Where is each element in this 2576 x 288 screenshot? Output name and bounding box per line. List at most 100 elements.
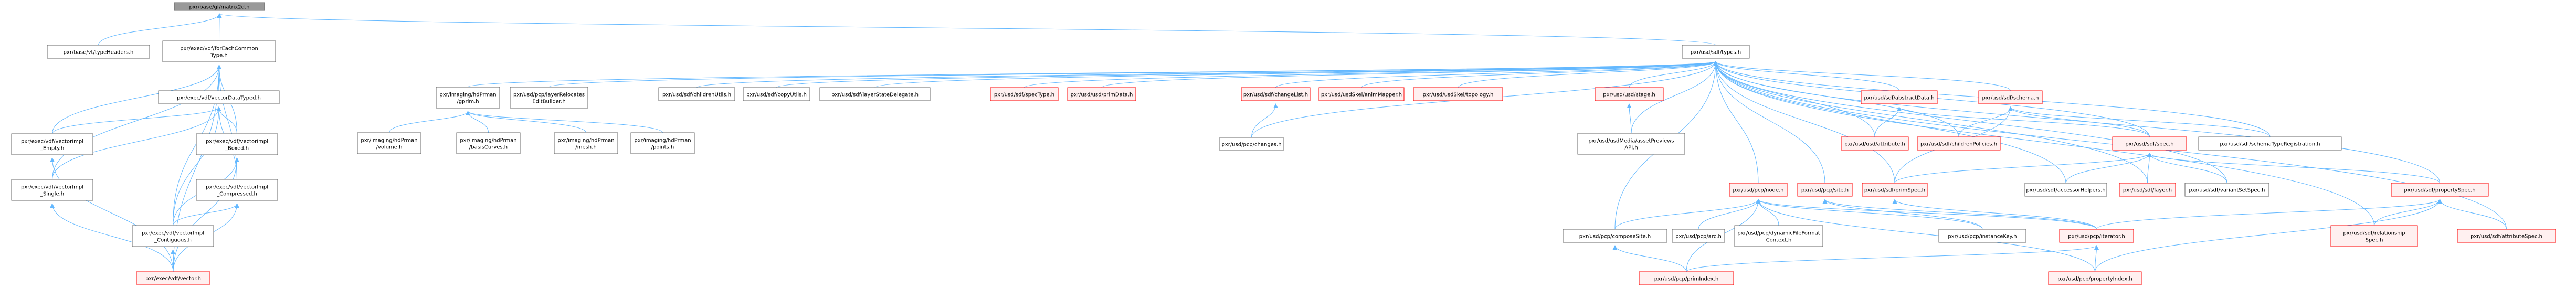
edge-iterator-to-node <box>1756 199 2097 230</box>
graph-node-basisCurves[interactable]: pxr/imaging/hdPrman/basisCurves.h <box>456 132 521 154</box>
graph-node-childrenUtils[interactable]: pxr/usd/sdf/childrenUtils.h <box>658 87 735 101</box>
node-box <box>1841 136 1909 151</box>
graph-node-primData[interactable]: pxr/usd/usd/primData.h <box>1067 87 1136 101</box>
graph-node-implCompressed[interactable]: pxr/exec/vdf/vectorImpl_Compressed.h <box>196 179 278 201</box>
node-box <box>1067 87 1136 101</box>
graph-node-accessorHelpers[interactable]: pxr/usd/sdf/accessorHelpers.h <box>2024 183 2107 197</box>
node-box <box>1318 87 1405 101</box>
graph-node-changes[interactable]: pxr/usd/pcp/changes.h <box>1219 137 1284 151</box>
graph-node-typeHeaders[interactable]: pxr/base/vt/typeHeaders.h <box>47 45 150 59</box>
graph-node-layerStateDelegate[interactable]: pxr/usd/sdf/layerStateDelegate.h <box>819 87 931 101</box>
node-label: pxr/usd/pcp/instanceKey.h <box>1948 234 2017 240</box>
node-label: Type.h <box>210 53 228 59</box>
graph-node-site[interactable]: pxr/usd/pcp/site.h <box>1797 183 1853 197</box>
graph-node-variantSetSpec[interactable]: pxr/usd/sdf/variantSetSpec.h <box>2184 183 2269 197</box>
edge-primData-to-types <box>1101 61 1718 88</box>
graph-node-changeList[interactable]: pxr/usd/sdf/changeList.h <box>1241 87 1311 101</box>
graph-node-abstractData[interactable]: pxr/usd/sdf/abstractData.h <box>1861 90 1938 104</box>
node-label: pxr/exec/vdf/vectorImpl <box>142 231 204 237</box>
node-box <box>132 225 214 247</box>
graph-node-composeSite[interactable]: pxr/usd/pcp/composeSite.h <box>1563 229 1667 243</box>
edge-instanceKey-to-node <box>1756 199 1983 230</box>
graph-node-animMapper[interactable]: pxr/usd/usdSkel/animMapper.h <box>1318 87 1405 101</box>
graph-node-childrenPolicies[interactable]: pxr/usd/sdf/childrenPolicies.h <box>1917 136 2001 151</box>
edge-accessorHelpers-to-spec <box>2065 153 2152 184</box>
node-box <box>1682 45 1750 59</box>
edge-forEach-to-root <box>217 13 222 41</box>
graph-node-attributeSpec[interactable]: pxr/usd/sdf/attributeSpec.h <box>2457 229 2556 243</box>
node-box <box>1639 271 1734 285</box>
graph-node-schema[interactable]: pxr/usd/sdf/schema.h <box>1978 90 2043 104</box>
node-label: pxr/imaging/hdPrman <box>460 138 516 144</box>
edge-abstractData-to-types <box>1713 61 1899 91</box>
node-box <box>162 40 276 62</box>
node-label: pxr/exec/vdf/vectorImpl <box>206 139 268 145</box>
node-box <box>1734 225 1823 247</box>
graph-node-layer[interactable]: pxr/usd/sdf/layer.h <box>2119 183 2176 197</box>
graph-node-vector[interactable]: pxr/exec/vdf/vector.h <box>136 271 210 285</box>
graph-node-iterator[interactable]: pxr/usd/pcp/iterator.h <box>2059 229 2134 243</box>
node-box <box>1413 87 1503 101</box>
node-box <box>1917 136 2001 151</box>
node-box <box>2184 183 2269 197</box>
graph-node-mesh[interactable]: pxr/imaging/hdPrman/mesh.h <box>554 132 618 154</box>
edge-points-to-gprim <box>466 111 663 133</box>
graph-node-stage[interactable]: pxr/usd/usd/stage.h <box>1595 87 1664 101</box>
graph-node-specType[interactable]: pxr/usd/sdf/specType.h <box>990 87 1059 101</box>
graph-node-schemaTypeReg[interactable]: pxr/usd/sdf/schemaTypeRegistration.h <box>2198 136 2342 151</box>
edge-typeHeaders-to-root <box>98 13 222 46</box>
edge-implContiguous-to-implCompressed <box>173 203 239 226</box>
node-label: pxr/base/vt/typeHeaders.h <box>64 50 134 56</box>
edge-copyUtils-to-types <box>776 61 1718 88</box>
edge-specType-to-types <box>1024 61 1718 88</box>
graph-node-vectorDataTyped[interactable]: pxr/exec/vdf/vectorDataTyped.h <box>158 90 280 104</box>
node-box <box>1797 183 1853 197</box>
graph-node-implBoxed[interactable]: pxr/exec/vdf/vectorImpl_Boxed.h <box>196 133 278 155</box>
graph-node-types[interactable]: pxr/usd/sdf/types.h <box>1682 45 1750 59</box>
node-label: pxr/usd/sdf/schemaTypeRegistration.h <box>2220 142 2320 147</box>
graph-node-arc[interactable]: pxr/usd/pcp/arc.h <box>1672 229 1725 243</box>
edge-schema-to-types <box>1713 61 2011 91</box>
node-box <box>990 87 1059 101</box>
edge-schemaTypeReg-to-schema <box>2008 106 2271 137</box>
node-box <box>357 132 421 154</box>
edge-implContiguous-to-vectorDataTyped <box>173 106 221 226</box>
graph-node-node[interactable]: pxr/usd/pcp/node.h <box>1729 183 1788 197</box>
graph-node-propertySpec[interactable]: pxr/usd/sdf/propertySpec.h <box>2391 183 2489 197</box>
node-label: pxr/usd/usdSkel/animMapper.h <box>1321 92 1402 98</box>
graph-node-implEmpty[interactable]: pxr/exec/vdf/vectorImpl_Empty.h <box>11 133 93 155</box>
graph-node-volume[interactable]: pxr/imaging/hdPrman/volume.h <box>357 132 421 154</box>
graph-node-primSpec[interactable]: pxr/usd/sdf/primSpec.h <box>1862 183 1928 197</box>
edge-iterator-to-site <box>1822 199 2097 230</box>
graph-node-implSingle[interactable]: pxr/exec/vdf/vectorImpl_Single.h <box>11 179 93 201</box>
edge-volume-to-gprim <box>389 111 470 133</box>
node-label: pxr/usd/usd/stage.h <box>1603 92 1655 98</box>
graph-node-topology[interactable]: pxr/usd/usdSkel/topology.h <box>1413 87 1503 101</box>
graph-node-points[interactable]: pxr/imaging/hdPrman/points.h <box>630 132 695 154</box>
graph-node-attribute[interactable]: pxr/usd/usd/attribute.h <box>1841 136 1909 151</box>
node-label: pxr/usd/sdf/attributeSpec.h <box>2471 234 2542 240</box>
edge-composeSite-to-node <box>1614 199 1761 230</box>
node-label: pxr/usd/sdf/abstractData.h <box>1864 95 1934 101</box>
graph-node-spec[interactable]: pxr/usd/sdf/spec.h <box>2112 136 2187 151</box>
graph-node-primIndex[interactable]: pxr/usd/pcp/primIndex.h <box>1639 271 1734 285</box>
node-label: /gprim.h <box>457 99 479 105</box>
graph-node-propertyIndex[interactable]: pxr/usd/pcp/propertyIndex.h <box>2048 271 2142 285</box>
node-label: pxr/usd/pcp/primIndex.h <box>1654 276 1719 282</box>
graph-node-gprim[interactable]: pxr/imaging/hdPrman/gprim.h <box>436 87 500 109</box>
graph-node-copyUtils[interactable]: pxr/usd/sdf/copyUtils.h <box>743 87 810 101</box>
node-label: /basisCurves.h <box>469 145 508 151</box>
node-label: pxr/usd/sdf/schema.h <box>1982 95 2039 101</box>
edge-accessorHelpers-to-types <box>1713 61 2066 184</box>
edge-vector-to-implContiguous <box>171 249 176 272</box>
edge-mesh-to-gprim <box>466 111 586 133</box>
graph-node-implContiguous[interactable]: pxr/exec/vdf/vectorImpl_Contiguous.h <box>132 225 214 247</box>
node-label: _Boxed.h <box>225 146 249 152</box>
graph-node-instanceKey[interactable]: pxr/usd/pcp/instanceKey.h <box>1938 229 2026 243</box>
node-box <box>2391 183 2489 197</box>
